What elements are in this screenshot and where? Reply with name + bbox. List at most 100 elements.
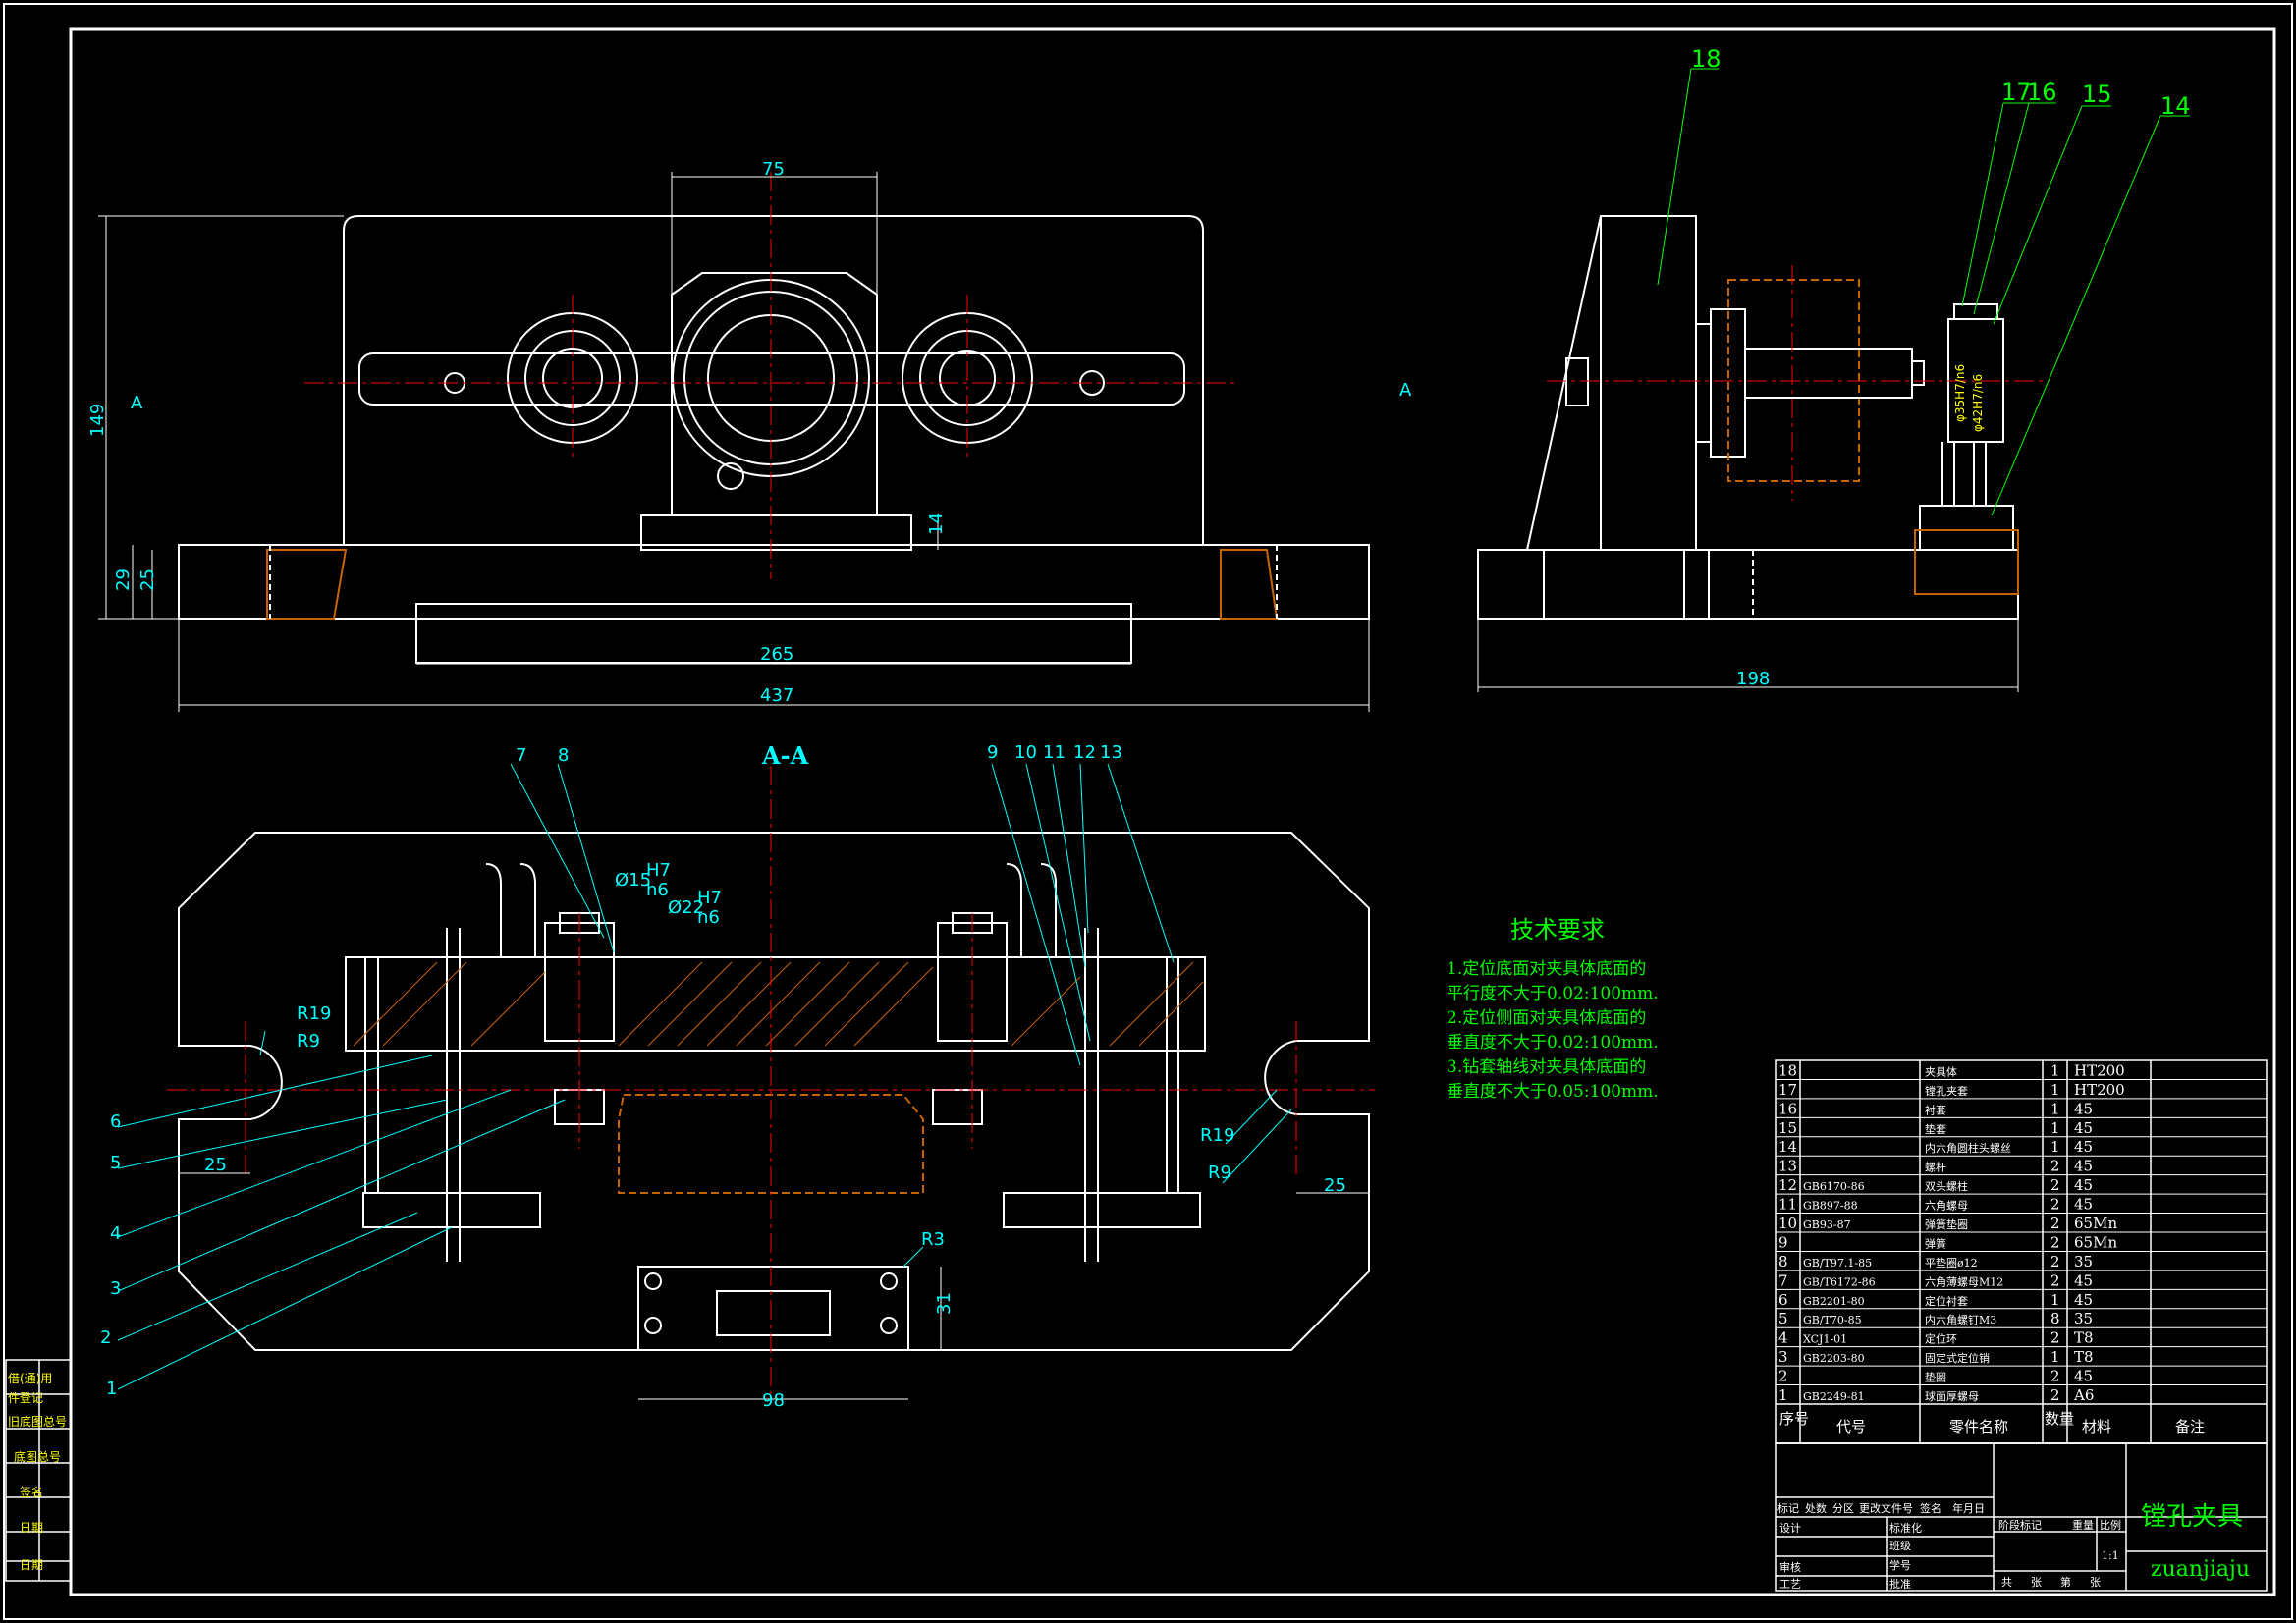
label-12: 12 — [1073, 742, 1096, 763]
fit-15-den: h6 — [646, 880, 669, 900]
rev-3: 更改文件号 — [1859, 1501, 1913, 1515]
radius-r19-left: R19 — [297, 1003, 331, 1024]
tb-sheet-3: 张 — [2090, 1576, 2101, 1589]
table-cell-qty: 2 — [2050, 1196, 2060, 1214]
table-cell-mat: HT200 — [2074, 1061, 2125, 1079]
table-cell-qty: 1 — [2050, 1138, 2060, 1156]
rev-0: 标记 — [1777, 1501, 1799, 1515]
table-cell-no: 6 — [1778, 1291, 1788, 1309]
table-cell-mat: A6 — [2073, 1386, 2094, 1404]
side-strip-text: 借(通)用 件登记 旧底图总号 底图总号 签名 日期 日期 — [8, 1372, 67, 1572]
drawing-name: zuanjiaju — [2151, 1557, 2250, 1582]
header-name: 零件名称 — [1949, 1418, 2008, 1435]
table-cell-no: 15 — [1778, 1119, 1797, 1137]
technical-requirements: 技术要求 1.定位底面对夹具体底面的 平行度不大于0.02:100mm. 2.定… — [1447, 916, 1659, 1102]
table-cell-qty: 1 — [2050, 1061, 2060, 1079]
header-no: 序号 — [1779, 1410, 1809, 1428]
table-cell-qty: 2 — [2050, 1215, 2060, 1232]
table-cell-mat: 45 — [2074, 1176, 2093, 1194]
table-cell-qty: 2 — [2050, 1233, 2060, 1251]
rev-1: 处数 — [1805, 1502, 1827, 1515]
tb-scale-label: 比例 — [2100, 1518, 2121, 1532]
side-strip-1: 件登记 — [8, 1390, 43, 1405]
table-cell-name: 六角薄螺母M12 — [1925, 1274, 2003, 1288]
tb-left-1: 审核 — [1779, 1560, 1801, 1574]
dim-29: 29 — [113, 568, 134, 591]
table-cell-name: 螺杆 — [1925, 1161, 1946, 1174]
table-cell-name: 垫套 — [1925, 1122, 1946, 1136]
section-labels: A-A 7 8 9 10 11 12 13 6 5 4 3 2 1 Ø15 H7… — [100, 741, 1346, 1411]
tb-mid-1: 班级 — [1889, 1540, 1911, 1552]
dim-14: 14 — [926, 513, 947, 535]
label-2: 2 — [100, 1327, 111, 1348]
table-cell-mat: 45 — [2074, 1196, 2093, 1214]
table-cell-no: 16 — [1778, 1100, 1797, 1117]
header-code: 代号 — [1836, 1418, 1866, 1435]
tb-mid-2: 学号 — [1889, 1558, 1911, 1572]
table-cell-no: 8 — [1778, 1253, 1788, 1271]
table-cell-no: 18 — [1778, 1061, 1797, 1079]
table-cell-name: 平垫圈ø12 — [1925, 1256, 1978, 1270]
table-cell-name: 六角螺母 — [1925, 1200, 1968, 1213]
parts-table-header: 序号 代号 零件名称 数量 材料 备注 — [1779, 1410, 2205, 1435]
table-cell-no: 2 — [1778, 1368, 1788, 1385]
label-11: 11 — [1043, 742, 1066, 763]
label-8: 8 — [558, 745, 569, 766]
table-cell-no: 10 — [1778, 1215, 1797, 1232]
table-cell-name: 衬套 — [1925, 1104, 1946, 1116]
dim-98: 98 — [762, 1390, 785, 1411]
tb-scale: 1:1 — [2102, 1549, 2119, 1562]
table-cell-mat: 65Mn — [2074, 1215, 2117, 1232]
side-strip-4: 签名 — [20, 1485, 43, 1499]
dim-198: 198 — [1736, 669, 1770, 689]
label-9: 9 — [987, 742, 998, 763]
section-view — [178, 832, 1370, 1351]
table-cell-mat: 45 — [2074, 1291, 2093, 1309]
table-cell-mat: HT200 — [2074, 1081, 2125, 1099]
section-mark-left: A — [131, 393, 143, 413]
table-cell-no: 5 — [1778, 1310, 1788, 1327]
table-cell-name: 球面厚螺母 — [1925, 1389, 1979, 1403]
table-cell-name: 弹簧 — [1925, 1236, 1946, 1250]
label-16: 16 — [2027, 79, 2057, 106]
table-cell-no: 1 — [1778, 1386, 1788, 1404]
table-cell-qty: 1 — [2050, 1081, 2060, 1099]
side-strip — [5, 1359, 72, 1582]
table-cell-qty: 2 — [2050, 1253, 2060, 1271]
label-4: 4 — [110, 1223, 121, 1244]
table-cell-mat: T8 — [2074, 1329, 2094, 1347]
table-cell-code: GB93-87 — [1803, 1218, 1851, 1231]
table-cell-qty: 1 — [2050, 1100, 2060, 1117]
radius-r9-left: R9 — [297, 1031, 320, 1052]
table-cell-qty: 2 — [2050, 1271, 2060, 1289]
table-cell-no: 14 — [1778, 1138, 1797, 1156]
table-cell-qty: 2 — [2050, 1386, 2060, 1404]
table-cell-name: 镗孔夹套 — [1925, 1084, 1968, 1098]
table-cell-code: XCJ1-01 — [1803, 1333, 1847, 1346]
section-centerlines — [167, 766, 1375, 1394]
table-cell-name: 固定式定位销 — [1925, 1351, 1990, 1365]
table-cell-code: GB2203-80 — [1803, 1352, 1865, 1365]
dim-75: 75 — [762, 159, 785, 180]
table-cell-mat: 45 — [2074, 1271, 2093, 1289]
header-qty: 数量 — [2045, 1410, 2074, 1428]
radius-r19-right: R19 — [1200, 1125, 1234, 1146]
table-cell-code: GB/T97.1-85 — [1803, 1257, 1872, 1270]
label-18: 18 — [1691, 45, 1722, 73]
table-cell-qty: 2 — [2050, 1158, 2060, 1175]
table-cell-qty: 2 — [2050, 1176, 2060, 1194]
drawing-frame — [3, 3, 2293, 1620]
req-line-5: 3.钻套轴线对夹具体底面的 — [1447, 1057, 1646, 1077]
side-strip-6: 日期 — [20, 1558, 43, 1572]
title-block-text: 标记 处数 分区 更改文件号 签名 年月日 设计 审核 工艺 标准化 班级 学号… — [1777, 1501, 2250, 1591]
label-15: 15 — [2082, 81, 2112, 108]
table-cell-name: 内六角圆柱头螺丝 — [1925, 1141, 2011, 1155]
table-cell-qty: 1 — [2050, 1119, 2060, 1137]
table-cell-mat: 45 — [2074, 1138, 2093, 1156]
side-labels: 18 17 16 15 14 φ35H7/n6 φ42H7/n6 198 — [1691, 45, 2191, 689]
dim-437: 437 — [760, 685, 793, 706]
table-cell-no: 7 — [1778, 1271, 1788, 1289]
table-cell-code: GB6170-86 — [1803, 1180, 1865, 1193]
front-dim-text: 75 149 14 29 25 265 437 A A — [87, 159, 1412, 706]
